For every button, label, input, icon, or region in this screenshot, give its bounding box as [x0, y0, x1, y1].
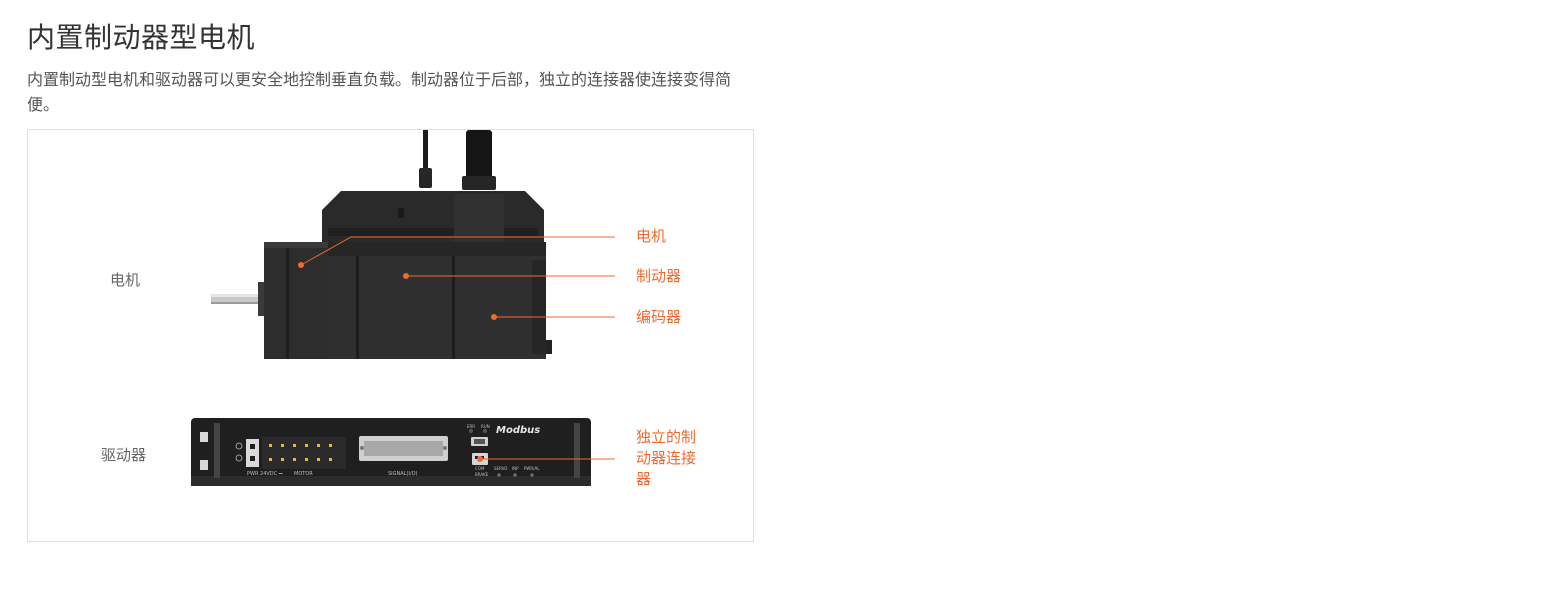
- driver-left-rail: [214, 423, 220, 478]
- motor-illustration: [211, 130, 552, 359]
- motor-thin-cable: [423, 130, 428, 186]
- err-led: [469, 429, 473, 433]
- driver-motor-label: MOTOR: [294, 471, 313, 477]
- brake-callout: 制动器: [636, 267, 682, 285]
- driver-right-rail: [574, 423, 580, 478]
- power-terminal: [246, 439, 259, 467]
- driver-brake-label: BRAKE: [475, 472, 489, 477]
- driver-illustration: Modbus PWR 24VDC ⎓ MOTOR SIGNAL(I/O) ERR…: [191, 418, 591, 486]
- product-illustration: Modbus PWR 24VDC ⎓ MOTOR SIGNAL(I/O) ERR…: [191, 130, 615, 486]
- motor-cable-strain-relief: [419, 168, 432, 188]
- driver-run-label: RUN: [481, 424, 490, 429]
- product-figure: Modbus PWR 24VDC ⎓ MOTOR SIGNAL(I/O) ERR…: [27, 129, 754, 542]
- driver-pwrlal-label: PWR/AL: [524, 466, 540, 471]
- motor-thick-cable: [466, 130, 492, 180]
- motor-leader-line: [300, 236, 615, 266]
- motor-cable-gland: [462, 176, 496, 190]
- driver-side-label: 驱动器: [101, 446, 147, 464]
- driver-inp-label: INP: [512, 466, 519, 471]
- driver-servo-label: SERVO: [494, 466, 507, 471]
- driver-com-label: COM: [475, 466, 485, 471]
- motor-main-body: [328, 242, 546, 359]
- page-title: 内置制动器型电机: [27, 21, 256, 54]
- motor-side-label: 电机: [110, 271, 141, 289]
- motor-connector: [262, 437, 346, 469]
- motor-callout: 电机: [636, 227, 667, 245]
- motor-shaft: [211, 294, 265, 304]
- motor-front-flange: [264, 242, 328, 359]
- driver-brand: Modbus: [496, 425, 540, 436]
- brake-connector-callout: 独立的制动器连接器: [636, 428, 697, 488]
- encoder-callout: 编码器: [636, 308, 682, 326]
- run-led: [483, 429, 487, 433]
- page-description: 内置制动型电机和驱动器可以更安全地控制垂直负载。制动器位于后部，独立的连接器使连…: [27, 70, 732, 114]
- motor-shaft-collar: [258, 282, 266, 316]
- driver-signal-label: SIGNAL(I/O): [388, 471, 418, 477]
- driver-pwr-label: PWR 24VDC ⎓: [247, 471, 283, 477]
- driver-err-label: ERR: [467, 424, 475, 429]
- motor-connector-block: [454, 194, 504, 242]
